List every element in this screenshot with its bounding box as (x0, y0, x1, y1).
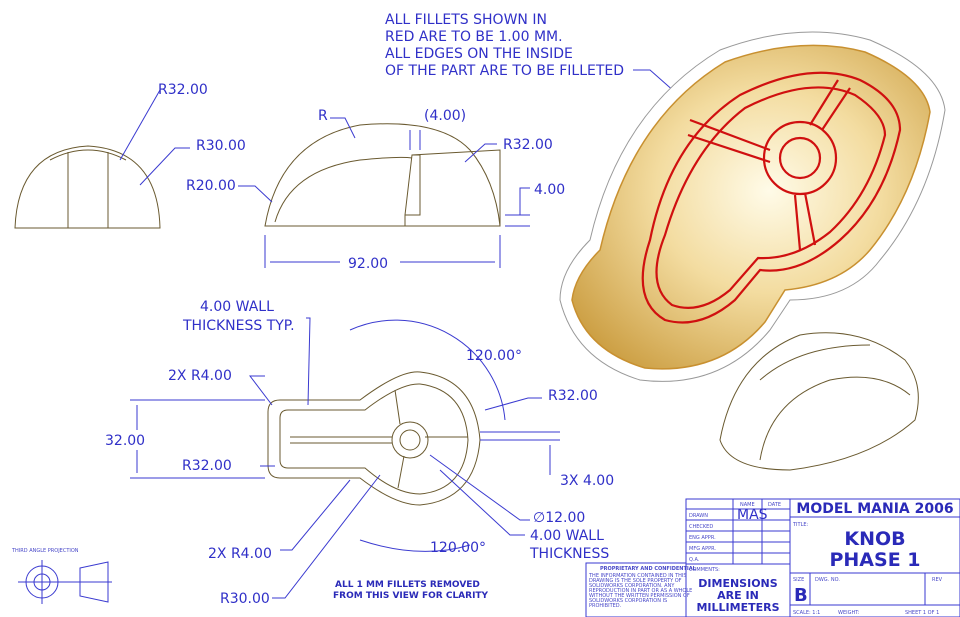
proprietary-line: WITHOUT THE WRITTEN PERMISSION OF (589, 593, 690, 599)
removed-note: FROM THIS VIEW FOR CLARITY (333, 591, 489, 601)
drawing-title: KNOB (844, 528, 905, 550)
row-label: COMMENTS: (689, 567, 720, 573)
units-note: MILLIMETERS (696, 601, 779, 614)
r32-left-label: R32.00 (182, 458, 232, 474)
title-block: NAME DATE DRAWN CHECKED ENG APPR. MFG AP… (685, 498, 960, 617)
proprietary-line: SOLIDWORKS CORPORATION. ANY (589, 583, 675, 589)
note-line: ALL EDGES ON THE INSIDE (385, 46, 573, 62)
front-r32-label: R32.00 (158, 82, 208, 98)
r32-right-label: R32.00 (548, 388, 598, 404)
side-r32-label: R32.00 (503, 137, 553, 153)
side-4-label: 4.00 (534, 182, 565, 198)
wall-typ-label: THICKNESS TYP. (182, 318, 295, 334)
note-line: ALL FILLETS SHOWN IN (385, 12, 547, 28)
row-label: Q.A. (689, 557, 700, 563)
projection-label: THIRD ANGLE PROJECTION (11, 548, 79, 554)
drawing-title: PHASE 1 (829, 549, 920, 571)
sheet-number: SHEET 1 OF 1 (905, 610, 939, 616)
r30-label: R30.00 (220, 591, 270, 607)
angle-bottom-label: 120.00° (430, 540, 486, 556)
wall-label: THICKNESS (529, 546, 609, 562)
front-view: R32.00 R30.00 (14, 82, 246, 229)
company-name: MODEL MANIA 2006 (796, 501, 953, 517)
rev-label: REV (932, 577, 943, 583)
isometric-view (559, 31, 946, 382)
wall-label: 4.00 WALL (530, 528, 604, 544)
r4-top-label: 2X R4.00 (168, 368, 232, 384)
width-label: 32.00 (105, 433, 145, 449)
removed-note: ALL 1 MM FILLETS REMOVED (335, 580, 480, 590)
note-line: RED ARE TO BE 1.00 MM. (385, 29, 563, 45)
ribs-label: 3X 4.00 (560, 473, 614, 489)
note-line: OF THE PART ARE TO BE FILLETED (385, 63, 624, 79)
wall-typ-label: 4.00 WALL (200, 299, 274, 315)
date-header: DATE (768, 502, 781, 508)
units-note: DIMENSIONS (698, 577, 777, 590)
name-header: NAME (740, 502, 755, 508)
side-r-label: R (318, 108, 328, 124)
side-r20-label: R20.00 (186, 178, 236, 194)
top-view: 4.00 WALL THICKNESS TYP. 120.00° 2X R4.0… (105, 299, 614, 607)
third-angle-projection-symbol: THIRD ANGLE PROJECTION (11, 548, 112, 604)
row-label: MFG APPR. (689, 546, 716, 552)
scale: SCALE: 1:1 (793, 610, 820, 616)
row-label: CHECKED (689, 524, 713, 530)
drawn-by: MAS (737, 507, 768, 523)
r4-bottom-label: 2X R4.00 (208, 546, 272, 562)
dwg-no-label: DWG. NO. (815, 577, 840, 583)
sheet-size: B (794, 585, 808, 606)
weight-label: WEIGHT: (838, 610, 860, 616)
proprietary-line: THE INFORMATION CONTAINED IN THIS (588, 573, 687, 579)
proprietary-line: DRAWING IS THE SOLE PROPERTY OF (589, 578, 682, 584)
row-label: ENG APPR. (689, 535, 716, 541)
proprietary-line: PROHIBITED. (589, 603, 622, 609)
hole-label: ∅12.00 (533, 510, 585, 526)
units-note: ARE IN (717, 589, 759, 602)
side-ref-4-label: (4.00) (424, 108, 466, 124)
side-view: R20.00 R (4.00) R32.00 4.00 92.00 (186, 108, 565, 272)
fillet-note: ALL FILLETS SHOWN IN RED ARE TO BE 1.00 … (385, 12, 736, 146)
proprietary-line: SOLIDWORKS CORPORATION IS (589, 598, 667, 604)
size-label: SIZE (793, 577, 804, 583)
knob-3d-exterior-view (719, 332, 919, 471)
front-r30-label: R30.00 (196, 138, 246, 154)
angle-top-label: 120.00° (466, 348, 522, 364)
title-label: TITLE: (792, 522, 809, 528)
proprietary-notice: PROPRIETARY AND CONFIDENTIAL THE INFORMA… (585, 562, 697, 617)
length-label: 92.00 (348, 256, 388, 272)
proprietary-title: PROPRIETARY AND CONFIDENTIAL (600, 566, 697, 572)
row-label: DRAWN (689, 513, 708, 519)
proprietary-line: REPRODUCTION IN PART OR AS A WHOLE (589, 588, 692, 594)
